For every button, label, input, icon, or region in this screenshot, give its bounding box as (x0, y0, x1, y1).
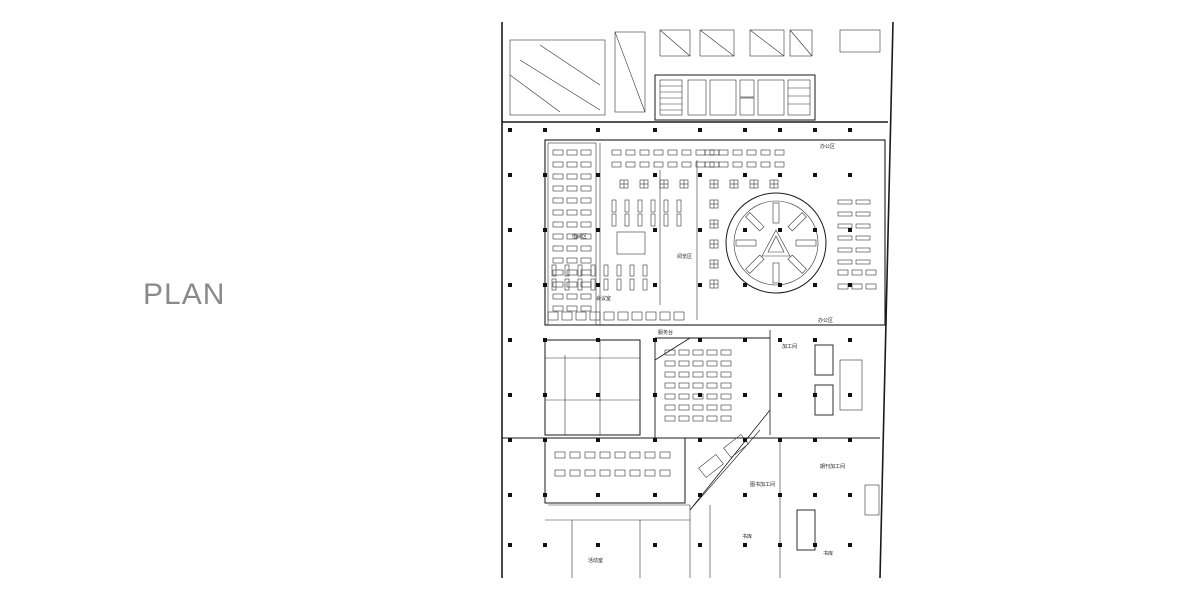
mid-left-block (544, 339, 641, 436)
circular-reading-area (725, 192, 827, 294)
room-label-book-processing: 图书加工间 (750, 481, 775, 488)
page-title: PLAN (143, 278, 226, 311)
room-label-reading-b: 阅览区 (677, 253, 692, 260)
room-labels: 借阅区 阅览区 办公区 办公区 加工间 期刊加工间 图书加工间 活动室 书库 书… (572, 143, 845, 564)
book-shelves (547, 149, 877, 477)
room-label-processing: 加工间 (782, 343, 797, 350)
room-label-office-a: 办公区 (820, 143, 835, 150)
room-label-storage-b: 书库 (823, 550, 833, 557)
library-hall (544, 139, 886, 326)
room-label-service-desk: 服务台 (658, 329, 673, 336)
outer-walls (501, 21, 894, 579)
room-label-meeting: 会议室 (596, 295, 611, 302)
right-stair-cores (796, 344, 880, 551)
room-label-office-b: 办公区 (818, 317, 833, 324)
room-label-periodical-processing: 期刊加工间 (820, 463, 845, 470)
service-core (654, 74, 816, 121)
structural-columns (508, 128, 852, 547)
bottom-block (544, 437, 781, 578)
room-label-reading-a: 借阅区 (572, 233, 587, 240)
room-label-activity: 活动室 (588, 557, 603, 564)
room-label-storage-a: 书库 (742, 533, 752, 540)
parking-zone (509, 29, 881, 116)
